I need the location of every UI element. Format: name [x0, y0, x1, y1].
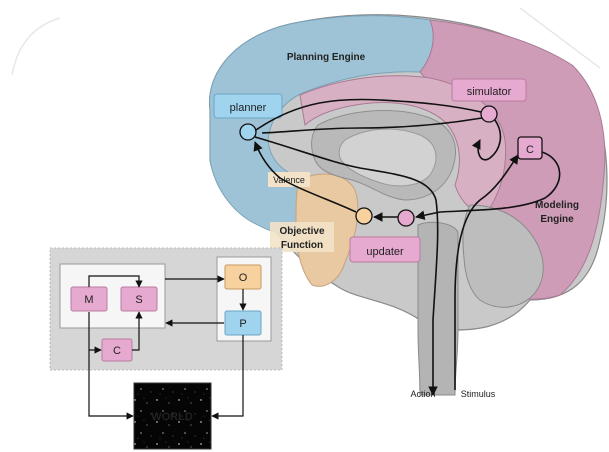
svg-text:Objective: Objective [279, 226, 324, 237]
schematic-s: S [121, 287, 157, 311]
schematic-m: M [71, 287, 107, 311]
decorative-arc-left [12, 18, 60, 75]
c-module-node: C [518, 137, 542, 159]
objective-node [356, 208, 372, 224]
svg-text:Function: Function [281, 240, 323, 251]
svg-text:updater: updater [366, 246, 404, 258]
valence-label: Valence [268, 172, 310, 187]
svg-text:planner: planner [230, 102, 267, 114]
world-box: WORLD [134, 383, 211, 449]
svg-text:S: S [135, 294, 142, 306]
svg-text:C: C [113, 345, 121, 357]
action-label: Action [410, 389, 435, 399]
schematic-o: O [225, 265, 261, 289]
svg-text:O: O [239, 272, 248, 284]
svg-text:simulator: simulator [467, 86, 512, 98]
svg-text:WORLD: WORLD [151, 411, 193, 423]
svg-text:Engine: Engine [540, 214, 574, 225]
schematic-p: P [225, 311, 261, 335]
schematic-c: C [102, 339, 132, 361]
svg-text:Modeling: Modeling [535, 200, 579, 211]
svg-text:M: M [84, 294, 93, 306]
planning-engine-label: Planning Engine [287, 52, 366, 63]
stimulus-label: Stimulus [461, 389, 496, 399]
svg-text:P: P [239, 318, 246, 330]
schematic-diagram: M S C O P [50, 248, 282, 449]
svg-text:C: C [526, 144, 534, 156]
